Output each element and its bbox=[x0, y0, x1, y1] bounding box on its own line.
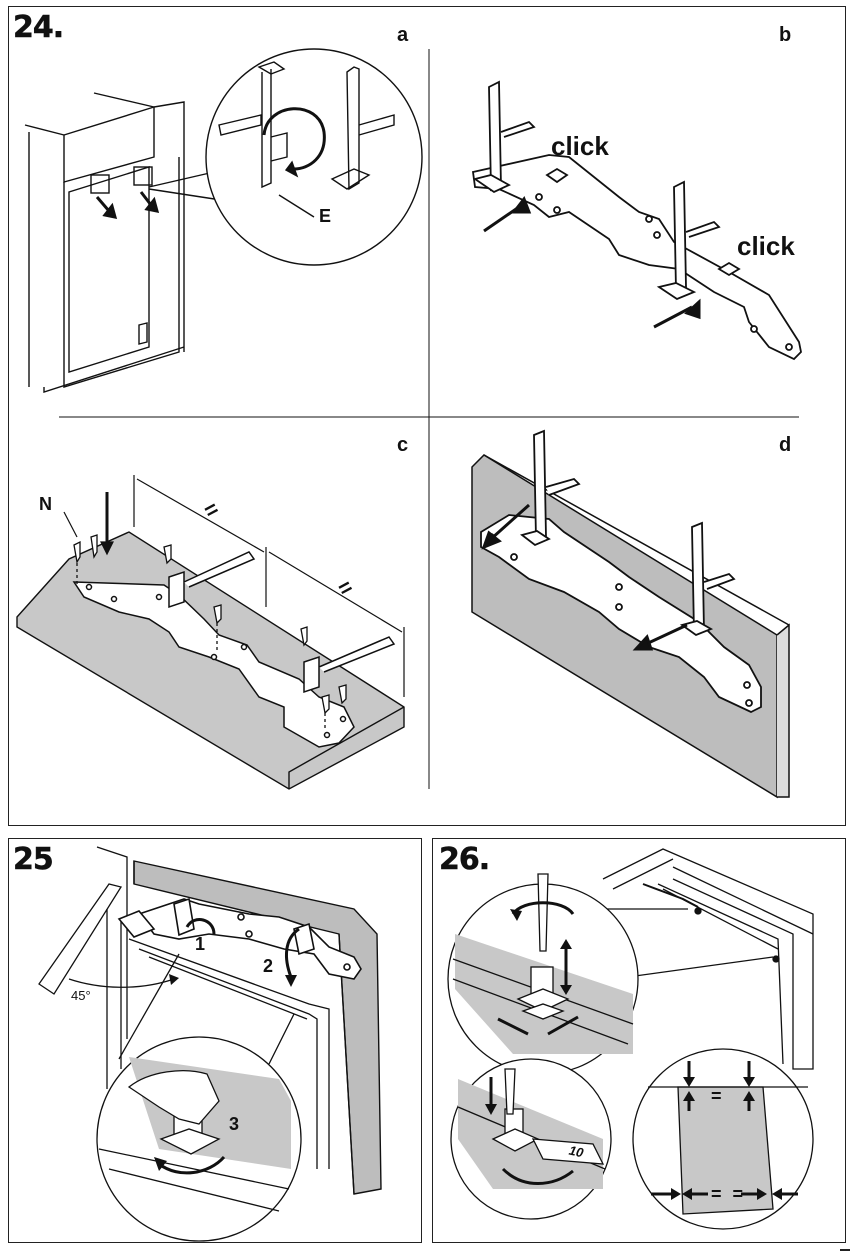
page-corner-mark bbox=[840, 1249, 850, 1251]
panel-b-letter: b bbox=[779, 24, 792, 46]
step-25-door bbox=[133, 860, 382, 1195]
step-25-label-2: 2 bbox=[263, 956, 274, 976]
panel-b-bracket bbox=[471, 80, 802, 361]
panel-a-callout bbox=[148, 48, 423, 266]
step-25-figure: 25 bbox=[8, 838, 422, 1243]
step-26-zoom-bottom-right bbox=[632, 1048, 814, 1230]
wrench-size-label: 10 bbox=[567, 1142, 585, 1161]
step-25-label-3: 3 bbox=[229, 1114, 240, 1134]
step-25-callout bbox=[96, 953, 302, 1242]
angle-label: 45° bbox=[71, 988, 91, 1003]
panel-a-arrows bbox=[95, 191, 160, 219]
label-e: E bbox=[319, 206, 332, 226]
step-24-drawing bbox=[16, 48, 802, 799]
click-label-2: click bbox=[737, 231, 795, 261]
step-26-figure: 26. bbox=[432, 838, 846, 1243]
click-label-1: click bbox=[551, 131, 609, 161]
step-26-zoom-bottom-left bbox=[450, 1058, 612, 1220]
panel-d-letter: d bbox=[779, 434, 792, 456]
panel-c-letter: c bbox=[397, 434, 409, 456]
step-26-overview bbox=[602, 848, 814, 1070]
panel-a-letter: a bbox=[397, 24, 409, 46]
step-26-zoom-top bbox=[447, 873, 774, 1075]
step-25-cabinet bbox=[38, 846, 330, 1169]
step-24-figure: 24. bbox=[8, 6, 846, 826]
step-25-number: 25 bbox=[13, 842, 54, 877]
label-n: N bbox=[39, 494, 52, 514]
panel-d-bracket bbox=[480, 429, 762, 713]
equal-top-label: = bbox=[711, 1086, 722, 1106]
step-25-drawing bbox=[38, 846, 382, 1242]
step-25-label-1: 1 bbox=[195, 934, 206, 954]
step-26-drawing bbox=[447, 848, 814, 1230]
panel-a-cabinet bbox=[24, 92, 185, 393]
panel-b-arrows bbox=[483, 195, 701, 329]
step-24-number: 24. bbox=[13, 10, 65, 45]
panel-d-arrows bbox=[481, 503, 688, 651]
panel-c-screws bbox=[73, 534, 347, 729]
panel-c-dimensions bbox=[63, 475, 405, 697]
step-26-number: 26. bbox=[439, 842, 491, 877]
equal-bottom-label: = = bbox=[711, 1184, 744, 1204]
panel-c-bracket bbox=[72, 551, 396, 748]
